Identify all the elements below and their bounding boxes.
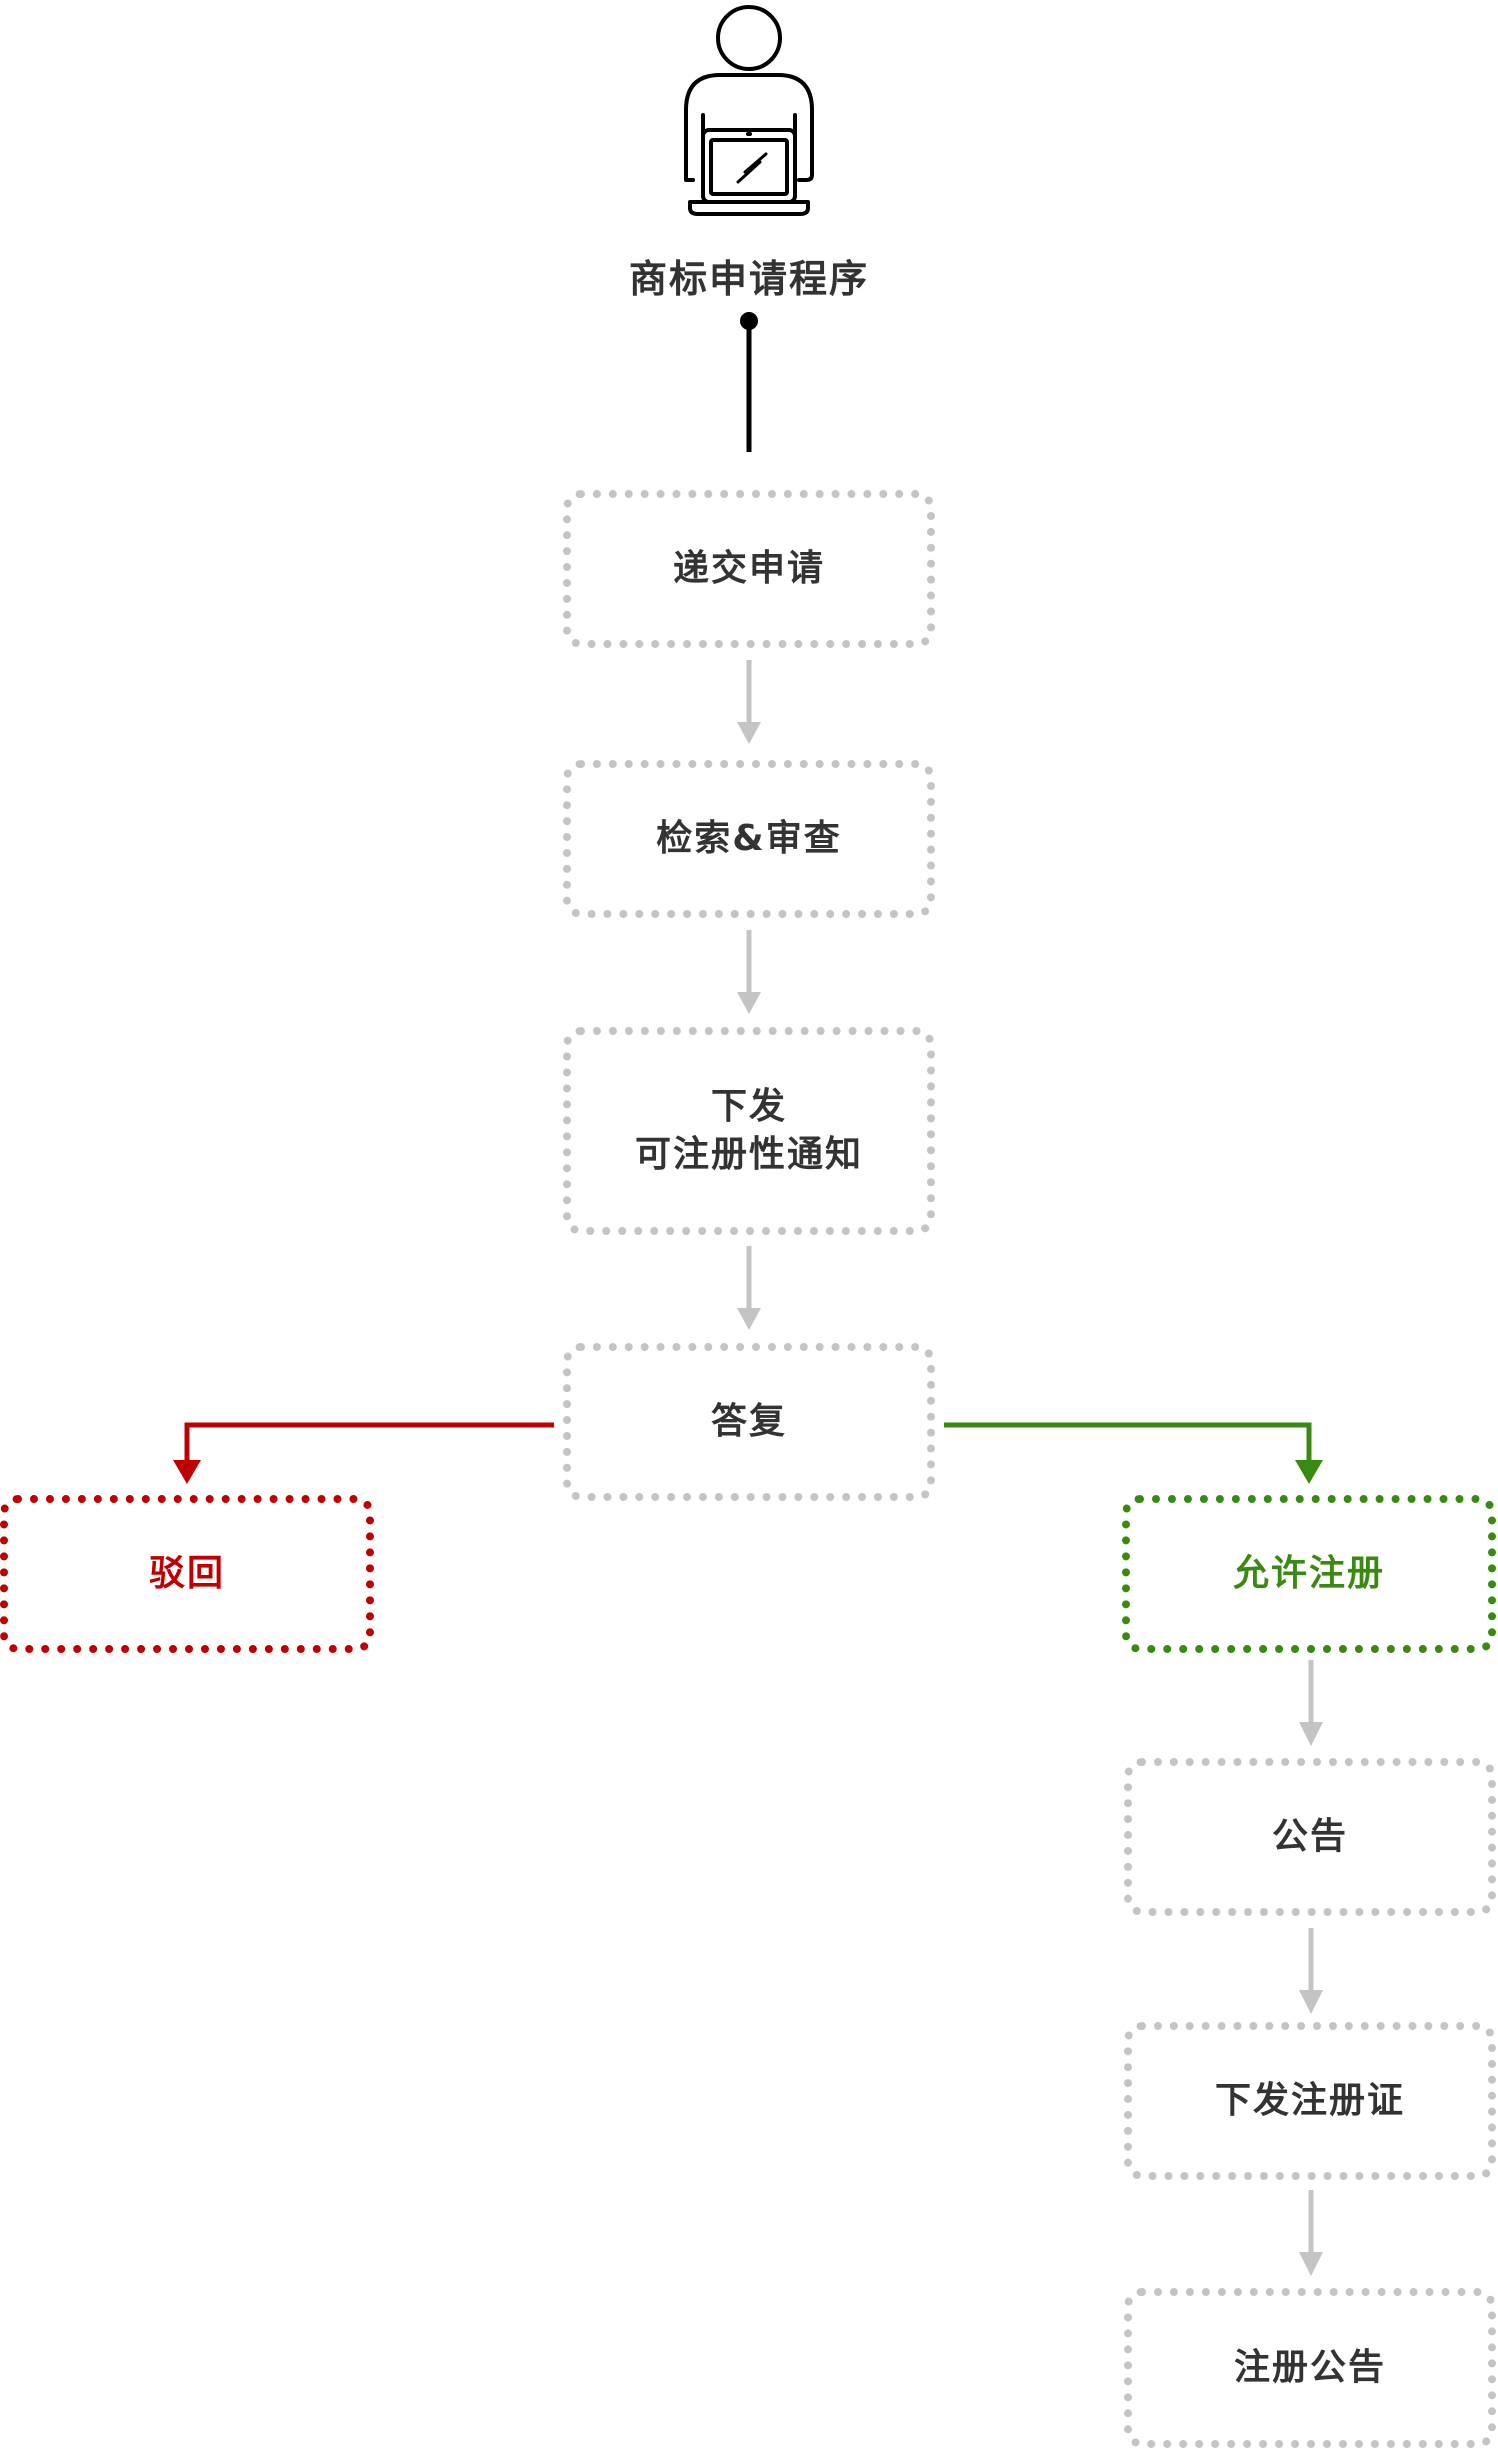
step-reg-announce: 注册公告 bbox=[1124, 2288, 1496, 2448]
step-reject-label: 驳回 bbox=[148, 1553, 225, 1594]
step-allow: 允许注册 bbox=[1122, 1495, 1496, 1653]
step-search-review-label: 检索&审查 bbox=[656, 818, 842, 859]
step-reject: 驳回 bbox=[0, 1495, 374, 1653]
step-issue-cert-label: 下发注册证 bbox=[1214, 2080, 1405, 2121]
person-with-laptop-icon bbox=[684, 5, 814, 216]
arrow-submit-to-search bbox=[737, 660, 761, 744]
step-reply: 答复 bbox=[563, 1343, 935, 1501]
arrow-reply-to-reject bbox=[173, 1422, 554, 1484]
step-notice-label-line2: 可注册性通知 bbox=[634, 1134, 863, 1175]
arrow-cert-to-reg-announce bbox=[1299, 2190, 1323, 2276]
step-reg-announce-label: 注册公告 bbox=[1233, 2347, 1386, 2388]
step-submit: 递交申请 bbox=[563, 490, 935, 648]
step-reply-label: 答复 bbox=[710, 1401, 787, 1442]
step-issue-cert: 下发注册证 bbox=[1124, 2022, 1496, 2180]
arrow-reply-to-allow bbox=[944, 1422, 1323, 1484]
step-announce-label: 公告 bbox=[1271, 1816, 1348, 1857]
step-announce: 公告 bbox=[1124, 1758, 1496, 1916]
actor-label: 商标申请程序 bbox=[628, 257, 869, 301]
step-notice: 下发 可注册性通知 bbox=[563, 1027, 935, 1235]
step-submit-label: 递交申请 bbox=[672, 548, 825, 589]
step-notice-label-line1: 下发 bbox=[710, 1086, 787, 1127]
step-search-review: 检索&审查 bbox=[563, 760, 935, 918]
step-allow-label: 允许注册 bbox=[1232, 1553, 1385, 1594]
actor-connector bbox=[740, 312, 758, 452]
arrow-search-to-notice bbox=[737, 930, 761, 1014]
arrow-announce-to-cert bbox=[1299, 1928, 1323, 2014]
arrow-allow-to-announce bbox=[1299, 1660, 1323, 1746]
arrow-notice-to-reply bbox=[737, 1246, 761, 1330]
